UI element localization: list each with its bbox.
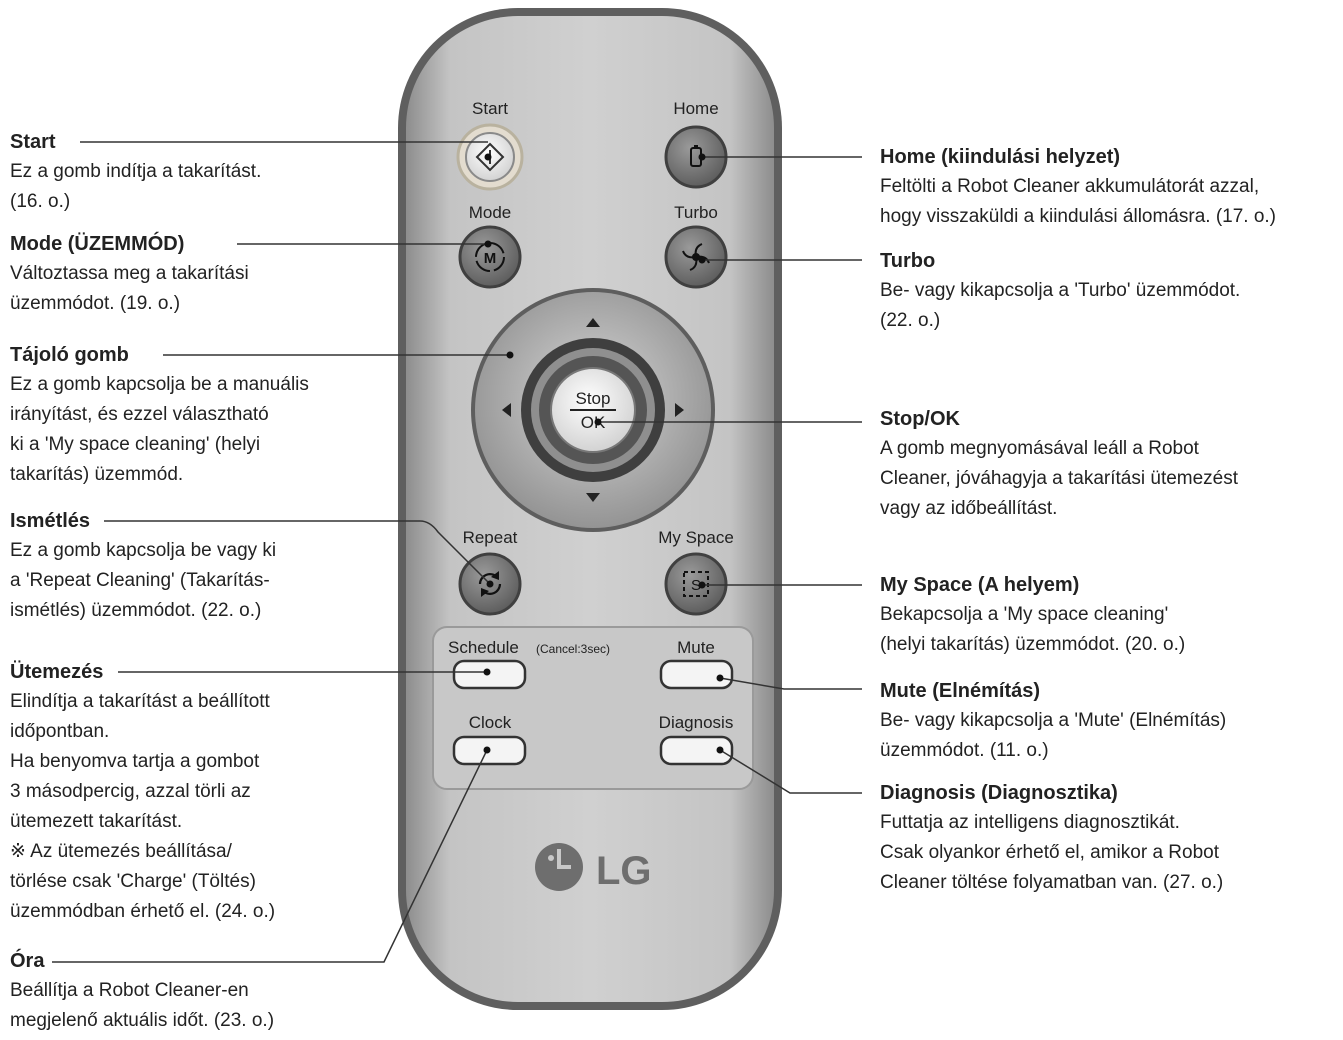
callout-title: Home (kiindulási helyzet) <box>880 146 1121 168</box>
diagnosis-label: Diagnosis <box>659 713 734 732</box>
mode-button[interactable]: M <box>458 225 522 289</box>
callout-start: Start Ez a gomb indítja a takarítást. (1… <box>10 127 350 217</box>
callout-title: Diagnosis (Diagnosztika) <box>880 782 1118 804</box>
callout-description: Feltölti a Robot Cleaner akkumulátorát a… <box>880 176 1277 227</box>
callout-title: Mute (Elnémítás) <box>880 680 1041 702</box>
callout-home: Home (kiindulási helyzet) Feltölti a Rob… <box>880 142 1340 232</box>
callout-title: Ismétlés <box>10 510 91 532</box>
ok-label: OK <box>581 413 606 432</box>
callout-title: My Space (A helyem) <box>880 574 1080 596</box>
my-space-icon: S <box>683 571 709 597</box>
arrow-right-icon[interactable] <box>675 403 684 417</box>
callout-schedule: Ütemezés Elindítja a takarítást a beállí… <box>10 657 370 927</box>
callout-description: A gomb megnyomásával leáll a Robot Clean… <box>880 438 1239 519</box>
leader-diagnosis <box>719 749 862 794</box>
leader-clock <box>52 749 488 963</box>
arrow-up-icon[interactable] <box>586 318 600 327</box>
callout-title: Tájoló gomb <box>10 344 129 366</box>
svg-text:S: S <box>691 577 701 594</box>
schedule-button[interactable] <box>452 659 527 690</box>
start-label: Start <box>472 99 508 118</box>
callout-title: Ütemezés <box>10 661 104 683</box>
callout-description: Változtassa meg a takarítási üzemmódot. … <box>10 263 249 314</box>
lg-wordmark: LG <box>596 849 652 893</box>
callout-description: Futtatja az intelligens diagnosztikát. C… <box>880 812 1224 893</box>
arrow-left-icon[interactable] <box>502 403 511 417</box>
callout-direction-pad: Tájoló gomb Ez a gomb kapcsolja be a man… <box>10 340 380 490</box>
schedule-label: Schedule <box>448 638 519 657</box>
callout-title: Stop/OK <box>880 408 960 430</box>
callout-description: Be- vagy kikapcsolja a 'Turbo' üzemmódot… <box>880 280 1241 331</box>
callout-mute: Mute (Elnémítás) Be- vagy kikapcsolja a … <box>880 676 1340 766</box>
diagnosis-button[interactable] <box>659 735 734 766</box>
turbo-label: Turbo <box>674 203 718 222</box>
callout-my-space: My Space (A helyem) Bekapcsolja a 'My sp… <box>880 570 1340 660</box>
mode-label: Mode <box>469 203 512 222</box>
mute-label: Mute <box>677 638 715 657</box>
callout-title: Start <box>10 131 56 153</box>
callout-title: Óra <box>10 950 45 972</box>
callout-stop-ok: Stop/OK A gomb megnyomásával leáll a Rob… <box>880 404 1340 524</box>
myspace-label: My Space <box>658 528 734 547</box>
callout-description: Ez a gomb indítja a takarítást. (16. o.) <box>10 161 262 212</box>
stop-label: Stop <box>576 389 611 408</box>
repeat-icon <box>478 571 502 597</box>
callout-diagnosis: Diagnosis (Diagnosztika) Futtatja az int… <box>880 778 1340 898</box>
callout-description: Elindítja a takarítást a beállított időp… <box>10 691 276 922</box>
leader-mute <box>719 677 862 690</box>
callout-description: Beállítja a Robot Cleaner-en megjelenő a… <box>10 980 275 1031</box>
lg-logo: LG <box>535 843 652 893</box>
callout-description: Bekapcsolja a 'My space cleaning' (helyi… <box>880 604 1186 655</box>
svg-text:M: M <box>484 250 497 267</box>
leader-repeat <box>104 520 491 585</box>
repeat-label: Repeat <box>463 528 518 547</box>
arrow-down-icon[interactable] <box>586 493 600 502</box>
schedule-cancel-note: (Cancel:3sec) <box>536 642 610 656</box>
callout-description: Ez a gomb kapcsolja be a manuális irányí… <box>10 374 309 485</box>
callout-description: Ez a gomb kapcsolja be vagy ki a 'Repeat… <box>10 540 277 621</box>
mode-icon: M <box>475 242 505 272</box>
callout-title: Turbo <box>880 250 936 272</box>
clock-label: Clock <box>469 713 512 732</box>
turbo-button[interactable] <box>664 225 728 289</box>
callout-repeat: Ismétlés Ez a gomb kapcsolja be vagy ki … <box>10 506 350 626</box>
my-space-button[interactable]: S <box>664 552 728 616</box>
callout-title: Mode (ÜZEMMÓD) <box>10 233 185 255</box>
callout-description: Be- vagy kikapcsolja a 'Mute' (Elnémítás… <box>880 710 1227 761</box>
home-label: Home <box>673 99 718 118</box>
mute-button[interactable] <box>659 659 734 690</box>
callout-mode: Mode (ÜZEMMÓD) Változtassa meg a takarít… <box>10 229 350 319</box>
callout-turbo: Turbo Be- vagy kikapcsolja a 'Turbo' üze… <box>880 246 1340 336</box>
callout-clock: Óra Beállítja a Robot Cleaner-en megjele… <box>10 946 350 1036</box>
stop-ok-button[interactable]: Stop OK <box>550 367 636 453</box>
